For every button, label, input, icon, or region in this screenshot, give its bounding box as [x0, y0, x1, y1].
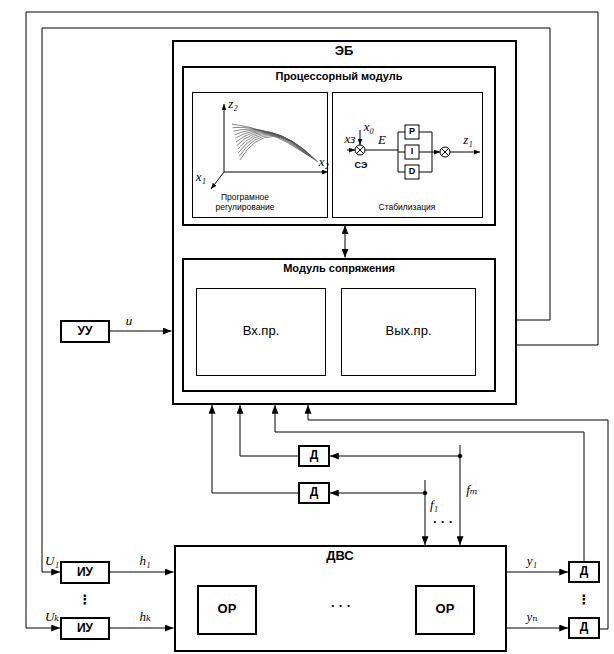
axes — [211, 104, 328, 189]
axis-label: z₂ — [228, 97, 238, 111]
signal-line — [42, 28, 550, 572]
picture-box: Програмное регулирование — [192, 92, 328, 218]
signal-label: yₙ — [525, 610, 538, 624]
node-text: Д — [580, 565, 589, 579]
axis-label: x₂ — [319, 155, 329, 169]
module-box: Процессорный модульПрограмное регулирова… — [182, 66, 496, 226]
ellipsis: · · · — [331, 599, 351, 613]
converter-box: Вх.пр. — [196, 288, 326, 376]
disturbance-wires — [330, 445, 462, 545]
axis-label: x₁ — [196, 170, 206, 184]
sensor-box: Д — [298, 445, 330, 467]
signal-label: f₁ — [430, 498, 438, 512]
sensor-box: Д — [568, 561, 600, 583]
node-text: Програмное регулирование — [205, 193, 285, 213]
block-label: I — [411, 147, 414, 157]
node-text: ОР — [218, 602, 237, 617]
signal-line — [507, 628, 569, 629]
signal-label: Uₖ — [44, 610, 60, 624]
actuator-box: ИУ — [60, 561, 110, 584]
node-text: Процессорный модуль — [184, 70, 494, 83]
ellipsis: · · · — [433, 515, 453, 529]
block-label: D — [409, 167, 416, 177]
picture-box: Стабилизация — [332, 92, 483, 218]
signal-line — [275, 405, 584, 561]
node-text: Вх.пр. — [243, 324, 280, 339]
signal-line — [26, 12, 598, 628]
signal-label: xз — [345, 132, 356, 146]
signal-label: x₀ — [364, 120, 374, 134]
signal-line — [345, 226, 346, 258]
node-text: Вых.пр. — [385, 324, 431, 339]
node-text: ОР — [436, 602, 455, 617]
surface-curves — [232, 124, 318, 162]
ellipsis: ⋮ — [578, 593, 591, 607]
regulator-box: ОР — [197, 585, 257, 635]
signal-label: u — [125, 314, 134, 328]
signal-line — [308, 405, 608, 629]
node-text: Стабилизация — [333, 203, 482, 213]
control-box: УУ — [60, 320, 110, 343]
module-box: Модуль сопряженияВх.пр. Вых.пр. — [182, 258, 496, 392]
sensor-box: Д — [568, 617, 600, 639]
node-text: ИУ — [77, 566, 93, 580]
signal-line — [110, 572, 174, 573]
signal-label: hₖ — [138, 610, 151, 624]
node-text: Д — [580, 621, 589, 635]
signal-line — [110, 331, 172, 332]
signal-label: y₁ — [526, 554, 538, 568]
sensor-box: Д — [298, 482, 330, 504]
element-label: СЭ — [355, 161, 368, 171]
node-text: ЭБ — [174, 44, 515, 59]
node-text: ИУ — [77, 622, 93, 636]
signal-line — [507, 572, 569, 573]
unit-box: ЭБ Процессорный модульПрограмное регулиро… — [172, 40, 517, 405]
node-text: УУ — [78, 325, 93, 339]
node-text: Модуль сопряжения — [184, 262, 494, 275]
converter-box: Вых.пр. — [341, 288, 476, 376]
signal-label: E — [378, 133, 386, 147]
ellipsis: ⋮ — [79, 593, 92, 607]
signal-line — [212, 405, 298, 493]
signal-label: fₘ — [466, 483, 478, 497]
signal-label: U₁ — [44, 554, 60, 568]
node-text: ДВС — [176, 549, 505, 564]
block-label: P — [409, 127, 415, 137]
signal-label: z₁ — [463, 133, 473, 147]
regulator-box: ОР — [415, 585, 475, 635]
signal-label: h₁ — [138, 554, 151, 568]
node-text: Д — [310, 486, 319, 500]
signal-line — [110, 628, 174, 629]
signal-line — [240, 405, 298, 456]
actuator-box: ИУ — [60, 617, 110, 640]
node-text: Д — [310, 449, 319, 463]
